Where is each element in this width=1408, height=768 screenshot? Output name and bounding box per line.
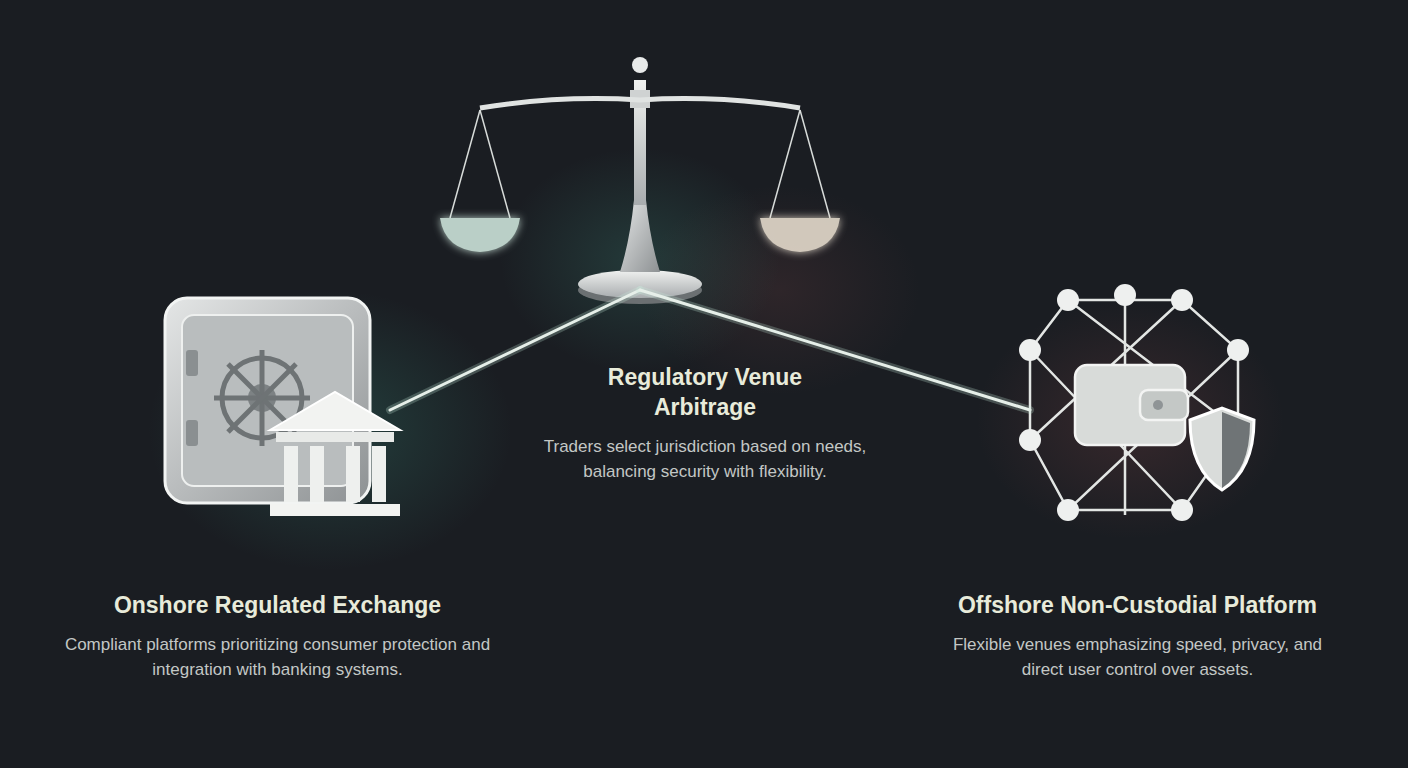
connector-line bbox=[390, 290, 640, 410]
concept-group: Offshore Non-Custodial PlatformFlexible … bbox=[925, 270, 1350, 682]
connector-line bbox=[640, 290, 1030, 410]
concept-title: Offshore Non-Custodial Platform bbox=[958, 590, 1317, 620]
concept-description: Traders select jurisdiction based on nee… bbox=[530, 434, 880, 484]
scales-icon bbox=[440, 57, 840, 304]
concept-group: Regulatory Venue ArbitrageTraders select… bbox=[500, 52, 910, 484]
vault-bank-icon bbox=[165, 298, 400, 516]
concept-description: Compliant platforms prioritizing consume… bbox=[63, 632, 493, 682]
concept-title: Onshore Regulated Exchange bbox=[114, 590, 441, 620]
concept-title: Regulatory Venue Arbitrage bbox=[580, 362, 830, 422]
concept-group: Onshore Regulated ExchangeCompliant plat… bbox=[55, 290, 500, 682]
network-wallet-icon bbox=[1019, 284, 1254, 521]
concept-description: Flexible venues emphasizing speed, priva… bbox=[938, 632, 1338, 682]
